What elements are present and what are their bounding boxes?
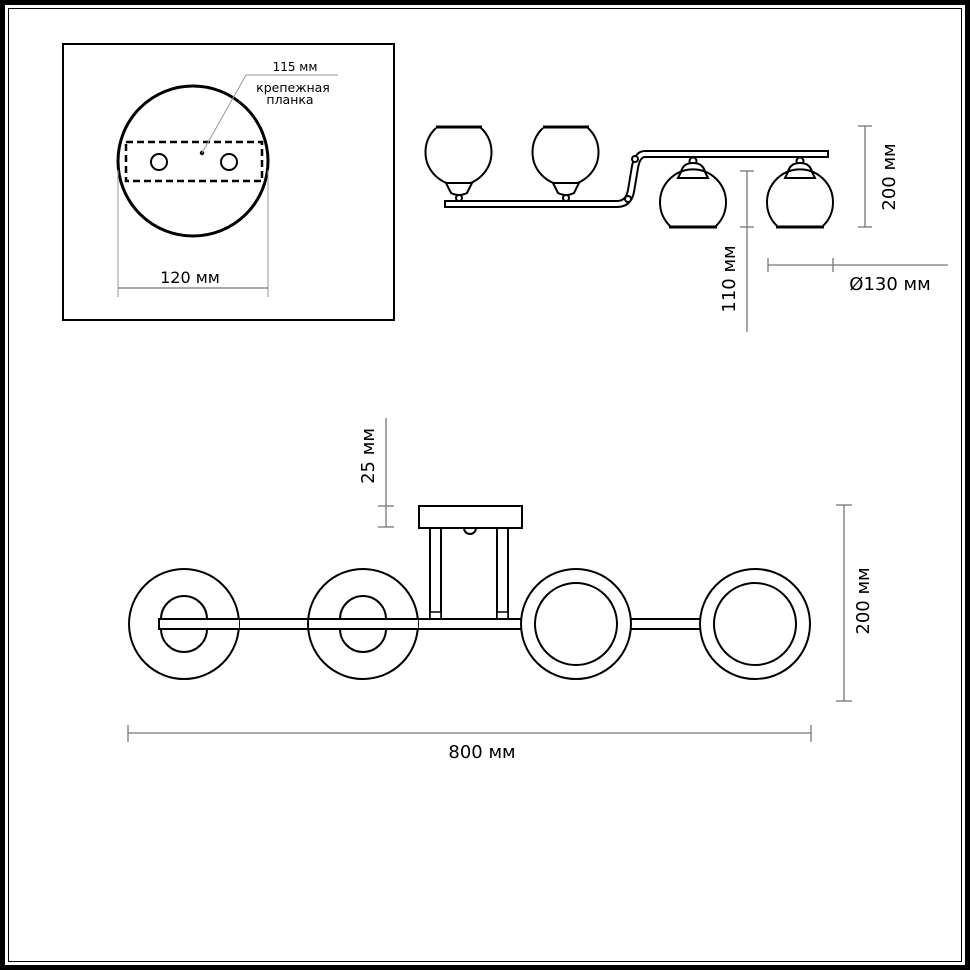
canopy-height-label: 25 мм [358, 428, 379, 484]
screw-hole-left [150, 153, 168, 171]
arm-joint [624, 195, 632, 203]
bar-connector [629, 618, 703, 630]
shade-front-3 [520, 568, 632, 680]
plate-length-label: 115 мм [273, 60, 318, 74]
front-height-label: 200 мм [853, 567, 874, 634]
front-view: 25 мм 200 мм 800 мм [127, 418, 874, 763]
mounting-bar-dashed [124, 140, 264, 183]
base-diameter-label: 120 мм [160, 268, 220, 287]
side-total-height-label: 200 мм [879, 143, 900, 210]
shade-height-label: 110 мм [719, 245, 740, 312]
arm-joint [631, 155, 639, 163]
mount-plate-view: 115 мм крепежная планка 120 мм [62, 43, 395, 321]
shade-diameter-label: Ø130 мм [849, 274, 930, 295]
leader-line [201, 74, 247, 154]
side-view: 200 мм 110 мм Ø130 мм [424, 125, 948, 332]
screw-hole-right [220, 153, 238, 171]
shade-upright-2 [531, 125, 600, 202]
mount-plate-box [62, 43, 395, 321]
plate-name-line1: крепежная [256, 80, 330, 95]
shade-front-4 [699, 568, 811, 680]
plate-name-line2: планка [266, 92, 313, 107]
shade-upright-1 [424, 125, 493, 202]
canopy-screw [463, 527, 477, 535]
shade-hanging-4 [766, 156, 834, 229]
stem-right [496, 527, 509, 623]
length-label: 800 мм [448, 742, 515, 763]
canopy [418, 505, 523, 529]
inner-frame-border [8, 8, 962, 962]
shade-hanging-3 [659, 156, 727, 229]
stem-left [429, 527, 442, 623]
canopy-base-circle [116, 84, 270, 238]
